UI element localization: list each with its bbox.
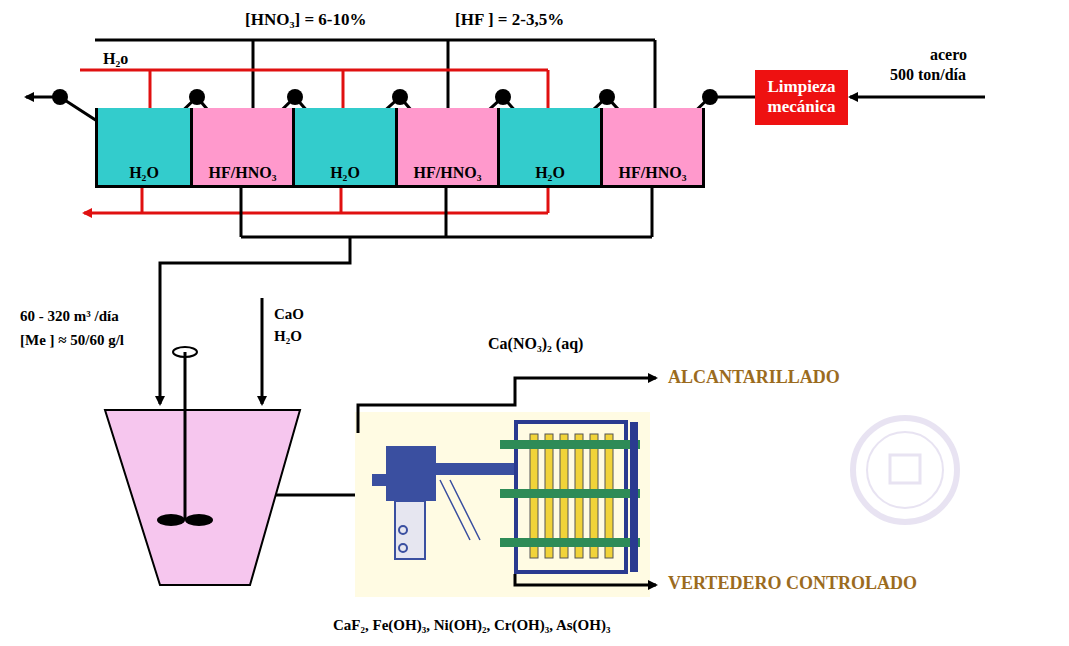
watermark-seal [853,418,957,522]
filter-press [355,412,650,597]
acid-tank: HF/HNO₃ [190,108,295,188]
flow-label: 60 - 320 m³ /día [20,308,119,325]
rinse-tank: H₂O [95,108,193,188]
mixing-tank [185,514,213,526]
node-text: H₂O [330,164,360,182]
outlet-line [358,378,656,433]
filter-press [500,440,640,449]
filter-press [436,463,516,475]
outlet-line [358,378,656,585]
acid-tank: HF/HNO₃ [395,108,500,188]
filter-press [399,544,407,552]
node-text: HF/HNO₃ [619,164,687,182]
acid-tank: HF/HNO₃ [600,108,705,188]
steel-strip [599,89,615,105]
rinse-drain-line [84,186,548,213]
stream-label: acero [930,46,967,64]
steel-input-arrow [850,96,985,99]
concentration-label: [HF ] = 2-3,5% [455,10,564,30]
rinse-drain-line [340,186,343,213]
mixing-tank [184,352,187,520]
steel-strip [52,89,68,105]
filter-press [500,538,640,547]
mixing-tank [173,347,197,357]
filter-press [630,422,638,572]
mixing-tank [105,410,300,585]
steel-strip [702,89,718,105]
filter-press [399,526,407,534]
watermark-seal [853,418,957,522]
slurry-arrow [276,494,368,497]
process-box: Limpieza mecánica [755,70,848,125]
watermark-seal [890,455,920,483]
spent-acid-line [445,186,448,237]
spent-acid-line [651,186,654,237]
steel-strip [287,89,303,105]
steel-strip [189,89,205,105]
spent-acid-line [240,186,243,237]
reagent-label: H₂O [274,328,302,345]
node-text: H₂O [129,164,159,182]
filter-press [355,412,650,597]
steel-strip [495,89,511,105]
node-text: Limpieza mecánica [759,77,844,118]
rinse-tank: H₂O [497,108,603,188]
watermark-seal [867,432,943,508]
flow-label: [Me ] ≈ 50/60 g/l [20,332,124,349]
node-text: HF/HNO₃ [414,164,482,182]
spent-acid-line [241,236,652,239]
filter-press [440,480,480,540]
sludge-label: CaF₂, Fe(OH)₃, Ni(OH)₂, Cr(OH)₃, As(OH)₃ [333,617,610,634]
stream-label: 500 ton/día [890,66,966,84]
destination-label: ALCANTARILLADO [668,367,840,388]
filter-press [395,501,425,559]
rinse-drain-line [141,186,144,213]
destination-label: VERTEDERO CONTROLADO [668,573,917,594]
node-text: H₂O [535,164,565,182]
spent-acid-line [160,186,652,404]
mixing-tank [105,347,300,585]
outlet-line [515,574,656,585]
filter-press [386,446,436,501]
filter-press [500,489,640,498]
steel-strip [392,89,408,105]
rinse-tank: H₂O [292,108,398,188]
effluent-label: Ca(NO₃)₂ (aq) [488,335,583,353]
acid-feed-line [95,39,655,42]
filter-press [372,474,388,486]
mixing-tank [157,514,185,526]
stream-label: H₂o [103,50,128,68]
concentration-label: [HNO₃] = 6-10% [245,10,367,30]
rinse-drain-line [547,186,550,213]
node-text: HF/HNO₃ [209,164,277,182]
rinse-drain-line [84,212,548,215]
spent-acid-line [160,237,350,404]
lime-feed-arrow [261,298,264,404]
reagent-label: CaO [274,306,304,323]
